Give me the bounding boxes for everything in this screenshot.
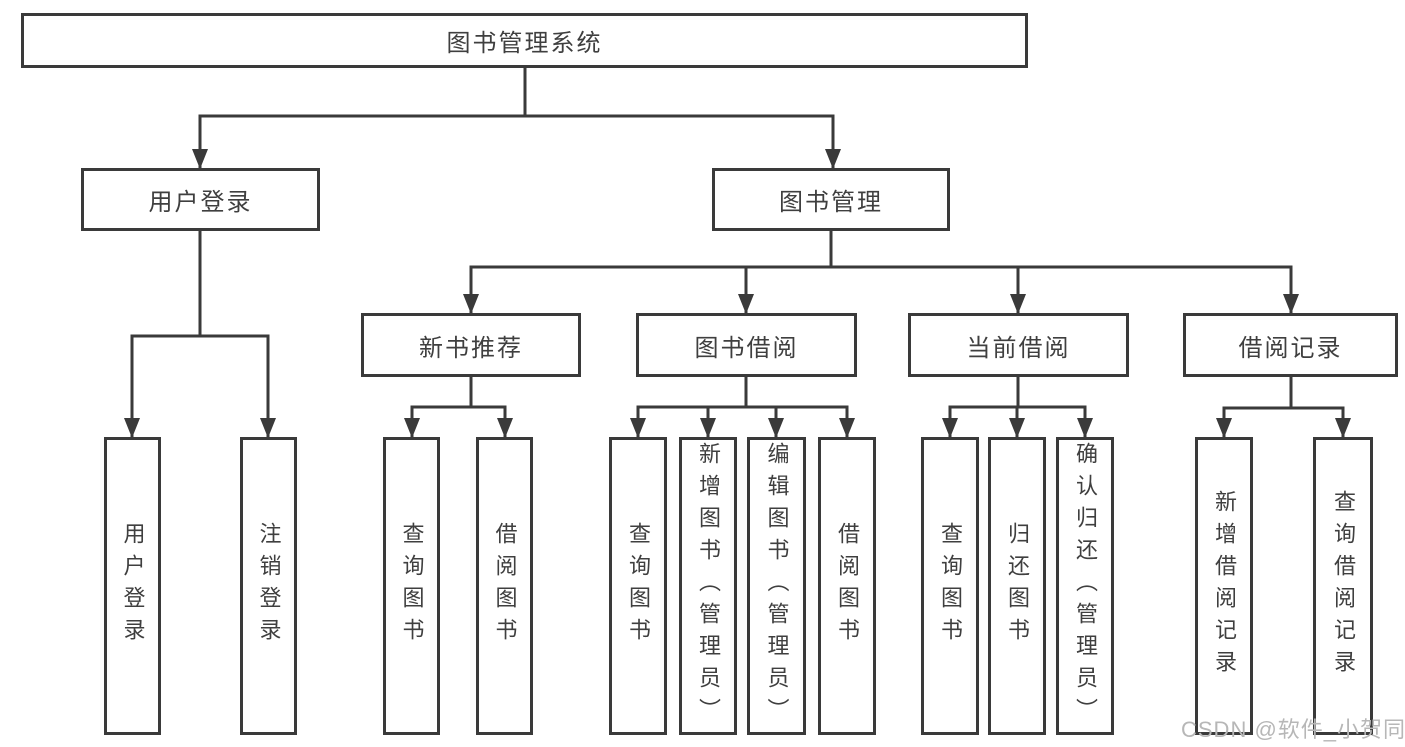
node-book-borrowing: 图书借阅: [636, 313, 857, 377]
node-new-book-recommend: 新书推荐: [361, 313, 581, 377]
leaf-label: 查询图书: [626, 522, 651, 650]
leaf-label: 新增借阅记录: [1212, 490, 1237, 682]
leaf-label: 确认归还（管理员）: [1073, 442, 1098, 730]
node-label: 图书管理系统: [446, 30, 603, 57]
node-user-login: 用户登录: [81, 168, 320, 231]
leaf-query-books-borrowing: 查询图书: [609, 437, 667, 735]
node-label: 图书借阅: [694, 334, 799, 362]
leaf-query-books-current: 查询图书: [921, 437, 979, 735]
leaf-user-login: 用户登录: [104, 437, 161, 735]
csdn-watermark: CSDN @软件_小贺同学: [1181, 717, 1405, 742]
leaf-logout: 注销登录: [240, 437, 297, 735]
node-current-borrowing: 当前借阅: [908, 313, 1129, 377]
leaf-borrow-books-borrowing: 借阅图书: [818, 437, 876, 735]
leaf-edit-book-admin: 编辑图书（管理员）: [747, 437, 806, 735]
node-label: 借阅记录: [1238, 334, 1343, 362]
leaf-borrow-books-recommend: 借阅图书: [476, 437, 533, 735]
leaf-label: 注销登录: [256, 522, 282, 650]
leaf-query-borrow-record: 查询借阅记录: [1313, 437, 1373, 735]
leaf-label: 新增图书（管理员）: [696, 442, 721, 730]
node-label: 用户登录: [148, 189, 253, 216]
node-library-system: 图书管理系统: [21, 13, 1028, 68]
leaf-label: 用户登录: [120, 522, 146, 650]
leaf-confirm-return-admin: 确认归还（管理员）: [1056, 437, 1114, 735]
leaf-add-book-admin: 新增图书（管理员）: [679, 437, 737, 735]
leaf-add-borrow-record: 新增借阅记录: [1195, 437, 1253, 735]
node-book-management: 图书管理: [712, 168, 950, 231]
leaf-label: 借阅图书: [835, 522, 860, 650]
leaf-label: 查询借阅记录: [1331, 490, 1356, 682]
node-label: 新书推荐: [419, 334, 523, 362]
leaf-query-books-recommend: 查询图书: [383, 437, 440, 735]
node-label: 当前借阅: [966, 334, 1071, 362]
node-borrowing-records: 借阅记录: [1183, 313, 1398, 377]
leaf-label: 编辑图书（管理员）: [764, 442, 790, 730]
leaf-return-books: 归还图书: [988, 437, 1046, 735]
leaf-label: 查询图书: [399, 522, 425, 650]
leaf-label: 借阅图书: [492, 522, 518, 650]
leaf-label: 归还图书: [1005, 522, 1030, 650]
node-label: 图书管理: [779, 189, 883, 216]
leaf-label: 查询图书: [938, 522, 963, 650]
